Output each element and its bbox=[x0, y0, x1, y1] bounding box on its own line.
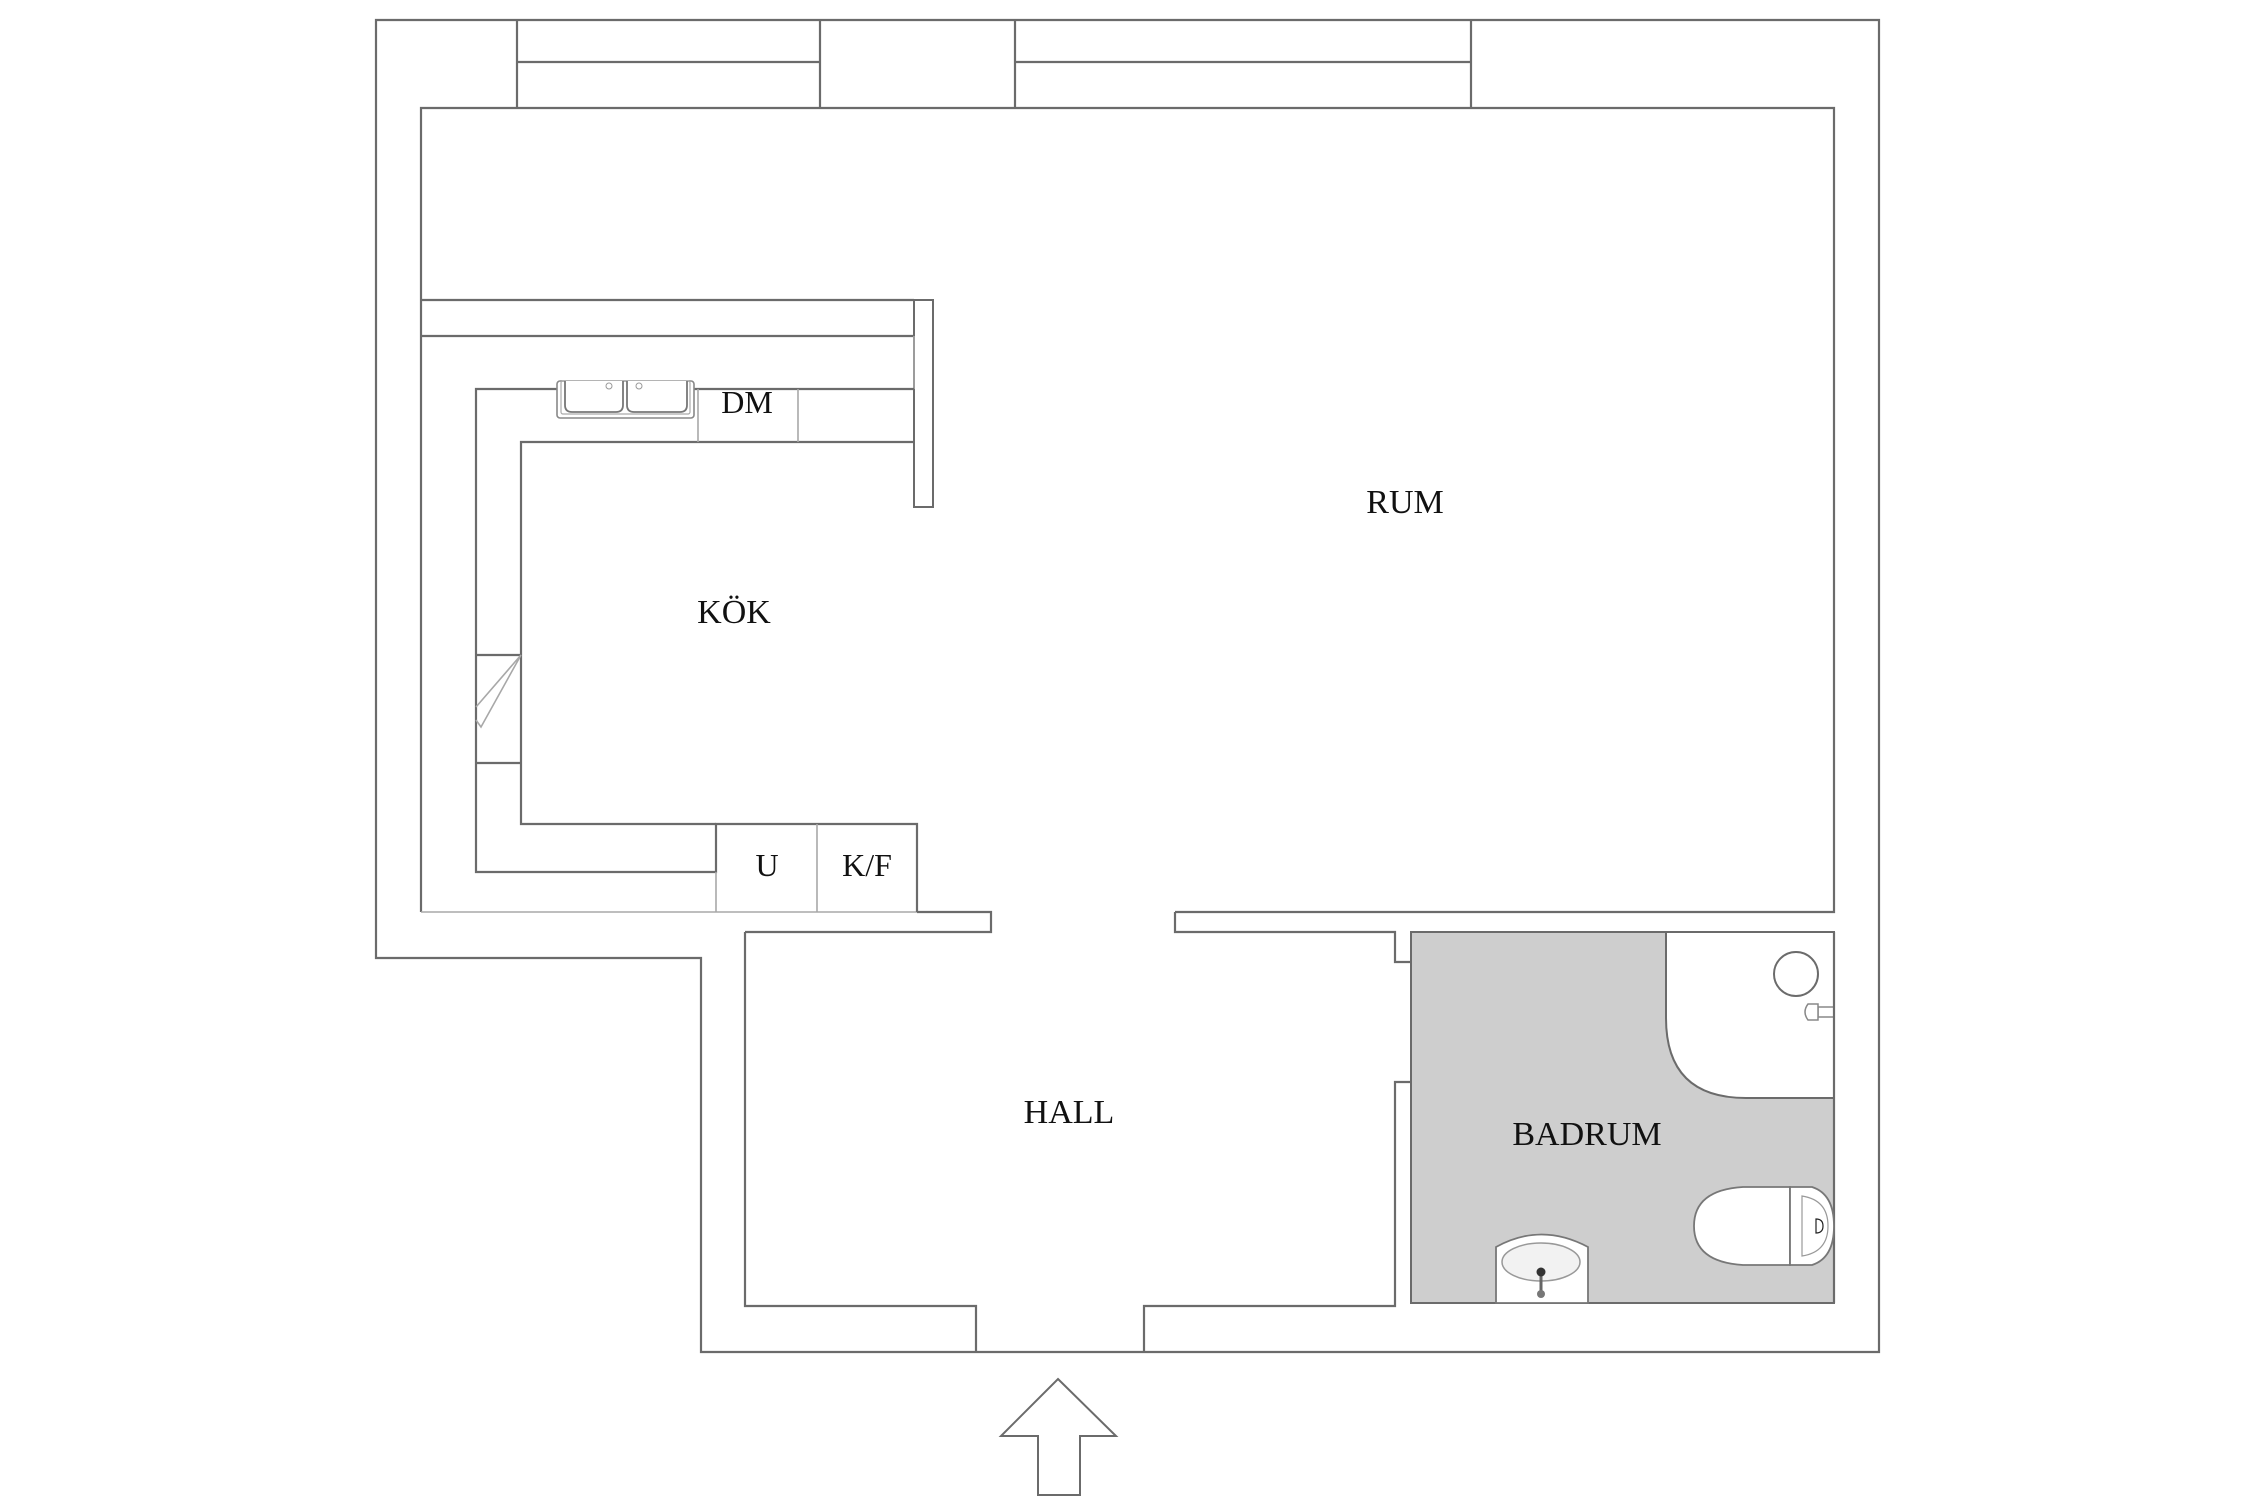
kitchen-partition bbox=[913, 299, 934, 508]
inner-wall-top bbox=[419, 106, 1836, 914]
kitchen-counter-inner bbox=[519, 440, 914, 826]
appliance-label-u: U bbox=[755, 847, 778, 883]
room-label-kok: KÖK bbox=[697, 594, 771, 631]
floor-drain-icon bbox=[1773, 951, 1819, 997]
stove-icon bbox=[475, 653, 522, 765]
room-label-badrum: BADRUM bbox=[1512, 1116, 1661, 1153]
kitchen-sink-icon bbox=[556, 380, 695, 419]
room-label-rum: RUM bbox=[1366, 484, 1443, 521]
partition-right bbox=[1173, 912, 1411, 964]
window-right bbox=[1013, 20, 1473, 108]
kitchen-counter bbox=[474, 387, 919, 912]
appliance-label-dm: DM bbox=[721, 384, 773, 420]
outer-wall bbox=[374, 18, 1881, 1354]
hall-wall-right-bottom bbox=[1142, 1080, 1411, 1352]
room-label-hall: HALL bbox=[1024, 1094, 1115, 1131]
toilet-icon bbox=[1693, 1186, 1835, 1266]
counter-dividers bbox=[697, 389, 818, 912]
washbasin-icon bbox=[1495, 1233, 1589, 1304]
appliance-label-kf: K/F bbox=[842, 847, 892, 883]
hall-wall bbox=[743, 932, 978, 1352]
shower-mixer-icon bbox=[1804, 1003, 1835, 1021]
partition-left bbox=[745, 910, 993, 934]
upper-cabinets bbox=[421, 298, 914, 338]
window-left bbox=[515, 20, 822, 108]
entrance-arrow-icon bbox=[998, 1377, 1119, 1496]
